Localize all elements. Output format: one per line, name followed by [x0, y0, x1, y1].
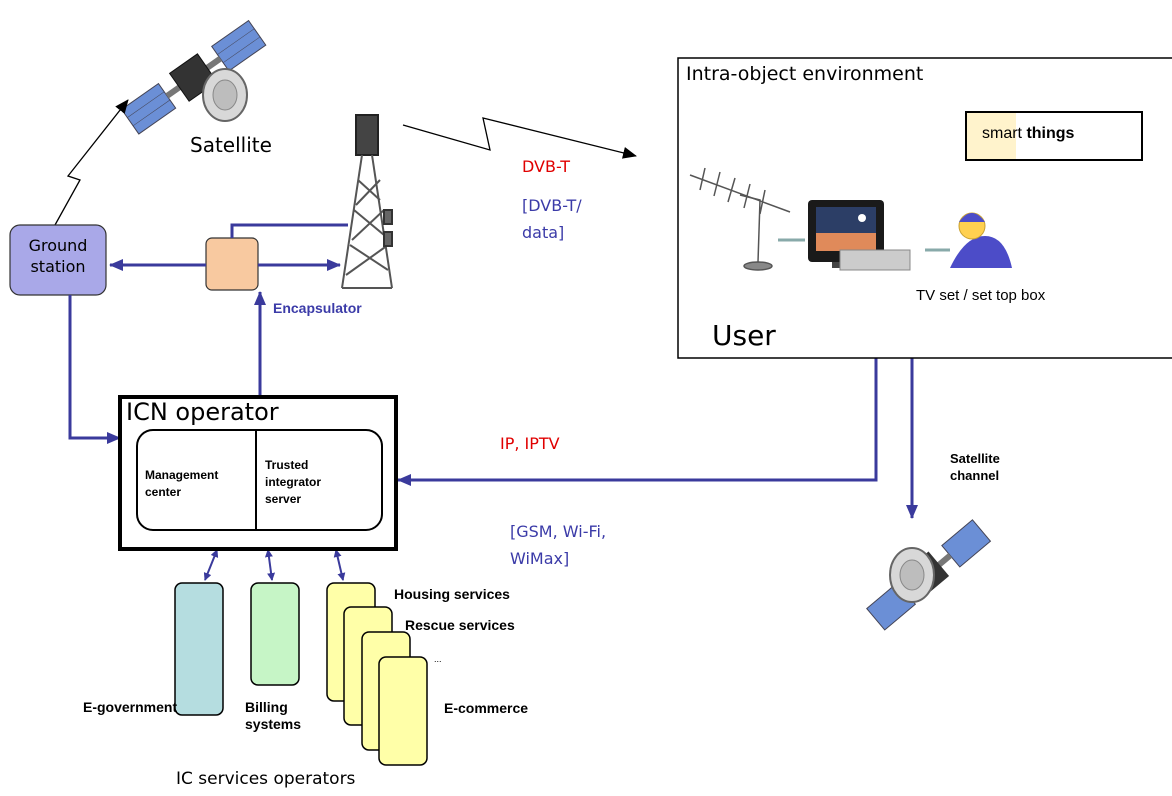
satellite-top-icon [120, 19, 267, 135]
intra-object-box [677, 57, 1172, 359]
gsm-label-line1: [GSM, Wi-Fi, [510, 522, 607, 541]
dvbt-data-label-line2: data] [522, 223, 565, 242]
antenna-icon [689, 167, 791, 271]
smart-things-label: smart things [982, 125, 1075, 142]
management-center-line2: center [145, 485, 182, 499]
tv-set-icon [808, 200, 911, 271]
ecommerce-label: E-commerce [444, 700, 529, 716]
ip-iptv-label: IP, IPTV [500, 434, 560, 453]
ground-station-box [9, 224, 107, 296]
trusted-server-line2: integrator [265, 475, 322, 489]
intra-object-title: Intra-object environment [686, 63, 924, 85]
satellite-channel-line1: Satellite [950, 451, 1000, 466]
housing-services-label: Housing services [394, 586, 510, 602]
egovernment-box [174, 582, 224, 716]
uplink-zigzag [54, 99, 129, 226]
user-icon [950, 212, 1012, 268]
grey-arrows [778, 238, 950, 252]
trusted-server-line3: server [265, 492, 302, 506]
icn-inner-box [136, 429, 383, 531]
satellite-channel-line2: channel [950, 468, 1000, 483]
encapsulator-box [205, 237, 259, 291]
satellite-bottom-icon [866, 519, 992, 631]
smart-things-box [965, 111, 1143, 161]
encapsulator-label: Encapsulator [273, 300, 362, 316]
ic-services-operators-caption: IC services operators [176, 769, 356, 789]
egovernment-label: E-government [83, 699, 178, 715]
trusted-server-line1: Trusted [265, 458, 309, 472]
smart-things-highlight [966, 112, 1016, 160]
ecommerce-box [378, 656, 428, 766]
broadcast-zigzag [402, 117, 637, 159]
billing-systems-line1: Billing [245, 699, 288, 715]
billing-systems-line2: systems [245, 716, 302, 732]
user-label: User [712, 319, 776, 352]
tv-set-label: TV set / set top box [916, 287, 1046, 304]
management-center-line1: Management [145, 468, 219, 482]
dvbt-data-label-line1: [DVB-T/ [522, 196, 582, 215]
satellite-label: Satellite [190, 133, 272, 157]
rescue-services-label: Rescue services [405, 617, 515, 633]
more-services-ellipsis: ... [434, 654, 442, 664]
dvbt-label: DVB-T [522, 157, 571, 176]
ground-station-label-line1: Ground [28, 236, 88, 255]
gsm-label-line2: WiMax] [510, 549, 570, 568]
billing-box [250, 582, 300, 686]
icn-operator-title: ICN operator [126, 398, 279, 426]
ground-station-label-line2: station [30, 257, 86, 276]
transmission-tower-icon [341, 114, 393, 289]
